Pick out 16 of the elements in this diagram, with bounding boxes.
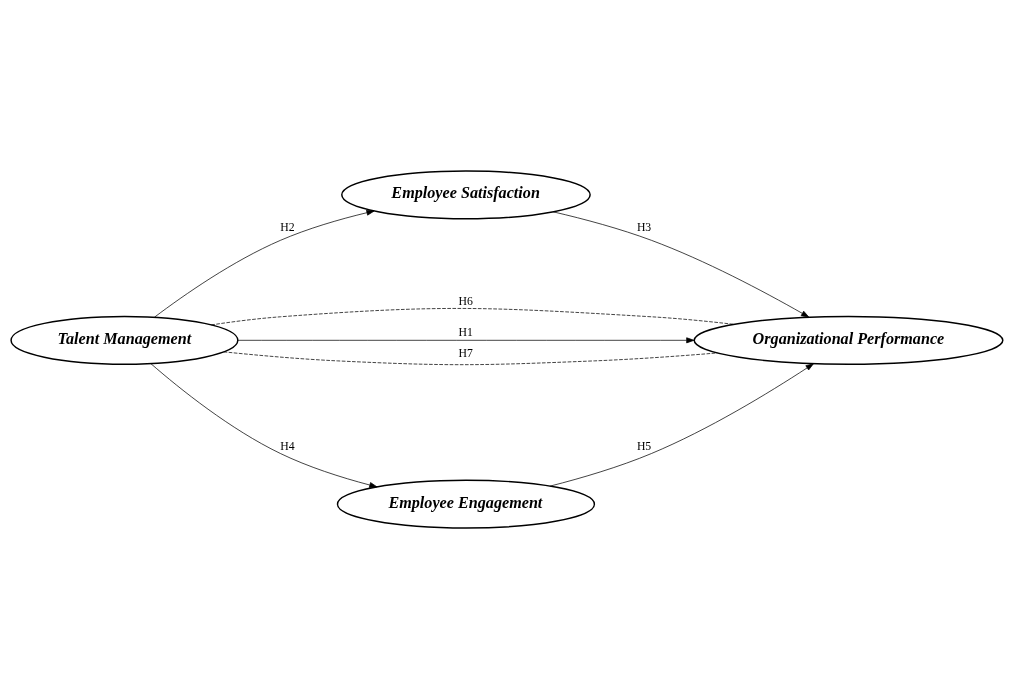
arrow xyxy=(150,362,378,488)
edge-label: H6 xyxy=(458,294,473,308)
edge-label: H2 xyxy=(280,220,295,234)
node-ellipse: Organizational Performance xyxy=(693,315,1004,365)
node-ellipse: Talent Management xyxy=(10,315,239,365)
edge-label: H1 xyxy=(458,325,473,339)
edge-label: H4 xyxy=(280,439,295,453)
edge-label: H5 xyxy=(636,439,652,453)
connector xyxy=(223,351,718,365)
arrow xyxy=(154,209,375,318)
arrow xyxy=(552,211,810,317)
connector xyxy=(210,307,734,325)
arrow xyxy=(237,336,695,343)
edge-label: H3 xyxy=(636,220,652,234)
edge-label: H7 xyxy=(458,346,473,360)
arrow xyxy=(549,362,814,486)
